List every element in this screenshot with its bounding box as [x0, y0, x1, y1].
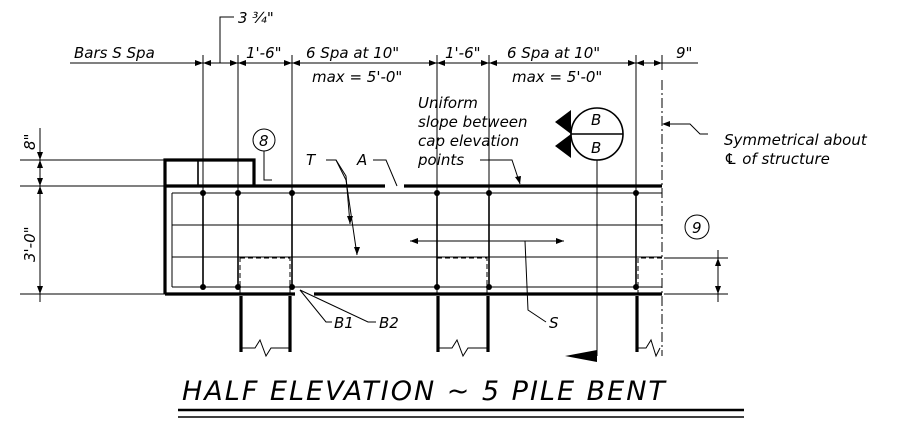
slope-note-line4: points — [417, 151, 464, 169]
left-dimension-string — [20, 128, 165, 302]
slope-note-line1: Uniform — [418, 94, 478, 112]
hidden-pile-heads — [239, 257, 662, 295]
bars-s-spa-label: Bars S Spa — [74, 44, 155, 62]
section-label-top: B — [591, 111, 601, 129]
drawing-title: HALF ELEVATION ~ 5 PILE BENT — [182, 376, 667, 407]
mark-8-label: 8 — [259, 132, 269, 150]
seg4-max-dimension: max = 5'-0" — [512, 68, 602, 86]
bent-cap-outline — [163, 80, 663, 356]
bar-label-b1: B1 — [334, 314, 354, 332]
bar-label-a: A — [356, 151, 367, 169]
top-dimension-string — [70, 16, 698, 287]
mark-9-label: 9 — [692, 219, 702, 237]
seg3-dimension: 1'-6" — [445, 44, 481, 62]
slope-note-line3: cap elevation — [418, 132, 519, 150]
left-height-dimension: 3'-0" — [21, 226, 39, 262]
seg5-dimension: 9" — [676, 44, 692, 62]
seg4-dimension: 6 Spa at 10" — [507, 44, 600, 62]
mark-8-leader — [263, 151, 272, 181]
section-label-bottom: B — [591, 139, 601, 157]
mark-9-circle — [684, 214, 710, 240]
slope-note-line2: slope between — [418, 113, 528, 131]
seg2-max-dimension: max = 5'-0" — [312, 68, 402, 86]
symmetry-note-line1: Symmetrical about — [724, 131, 868, 149]
piles — [239, 296, 661, 358]
seg1-dimension: 1'-6" — [246, 44, 282, 62]
bar-leaders — [299, 159, 564, 323]
symmetry-leader — [662, 121, 708, 135]
bar-label-b2: B2 — [379, 314, 399, 332]
bar-label-s: S — [549, 314, 559, 332]
seg2-dimension: 6 Spa at 10" — [306, 44, 399, 62]
section-b-b-cut — [555, 107, 624, 362]
mark-9-dimension — [664, 250, 728, 302]
small-gap-dimension: 3 ¾" — [238, 9, 274, 27]
symmetry-note-line2: ℄ of structure — [724, 150, 830, 168]
stirrups — [200, 190, 639, 290]
left-top-dimension: 8" — [21, 134, 39, 150]
bar-label-t: T — [306, 151, 317, 169]
longitudinal-bars — [171, 192, 662, 288]
